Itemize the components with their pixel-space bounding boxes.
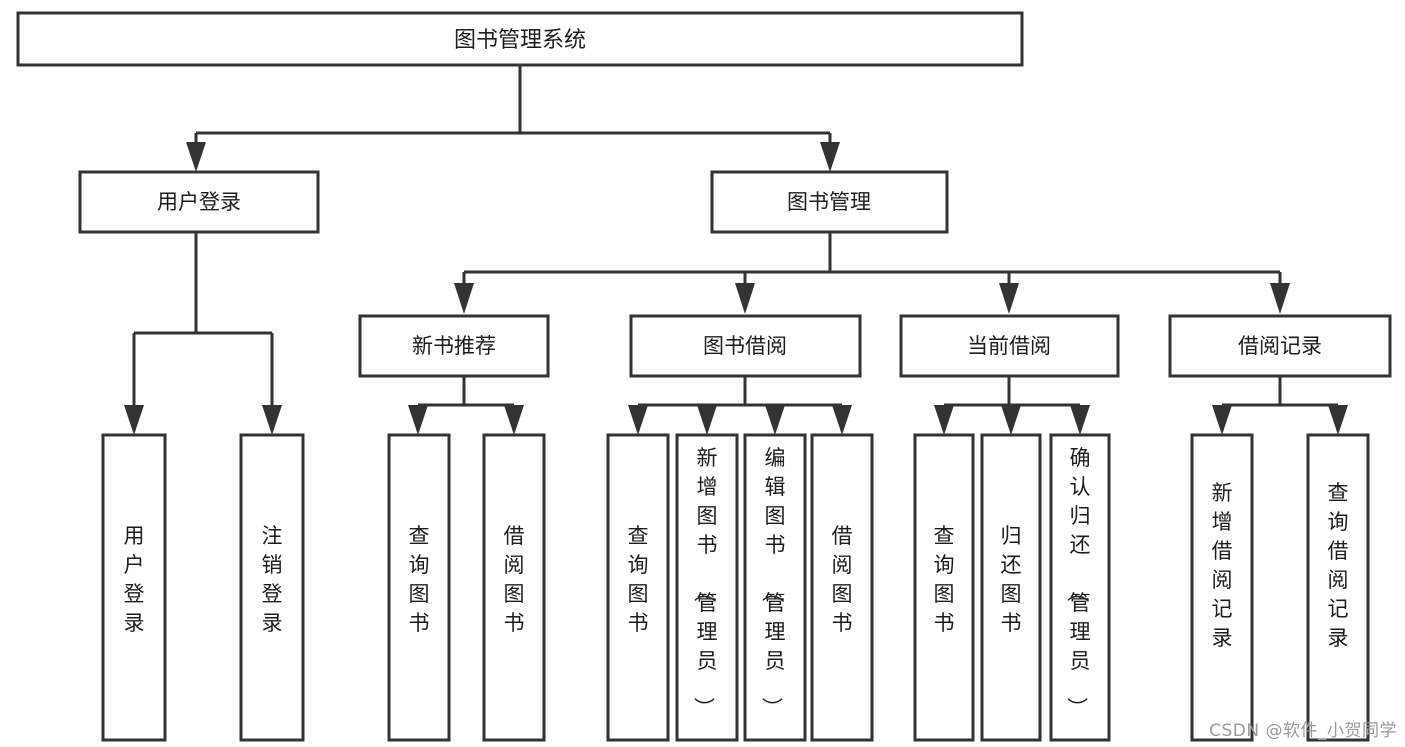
node-leaf-confirm-return[interactable]: 确认归还（管理员） (1049, 433, 1111, 742)
node-leaf-borrow-book-1-box[interactable] (482, 433, 546, 742)
node-leaf-query-book-3[interactable]: 查询图书 (913, 433, 975, 742)
node-leaf-query-book-1-box[interactable] (387, 433, 451, 742)
node-user-login-box[interactable] (78, 170, 320, 234)
node-leaf-add-book-box[interactable] (675, 433, 739, 742)
node-leaf-borrow-book-1[interactable]: 借阅图书 (482, 433, 546, 742)
node-book-borrow[interactable]: 图书借阅 (629, 314, 862, 378)
node-leaf-query-book-2-box[interactable] (606, 433, 670, 742)
node-leaf-borrow-book-1-label: 借阅图书 (504, 524, 525, 635)
node-leaf-query-book-2-label: 查询图书 (628, 524, 649, 635)
node-leaf-user-login[interactable]: 用户登录 (101, 433, 167, 742)
node-borrow-record[interactable]: 借阅记录 (1168, 314, 1392, 378)
connector-layer (124, 65, 1348, 435)
node-leaf-user-login-box[interactable] (101, 433, 167, 742)
node-book-borrow-box[interactable] (629, 314, 862, 378)
arrow-head-leaf-query-record (1328, 405, 1348, 435)
arrow-head-leaf-query-book-1 (408, 405, 428, 435)
node-borrow-record-box[interactable] (1168, 314, 1392, 378)
arrow-head-leaf-query-book-2 (628, 405, 648, 435)
arrow-head-current-borrow (999, 283, 1019, 314)
arrow-head-user-login (186, 142, 206, 172)
node-root-box[interactable] (16, 11, 1024, 67)
node-leaf-logout-login[interactable]: 注销登录 (239, 433, 305, 742)
node-leaf-edit-book[interactable]: 编辑图书（管理员） (743, 433, 807, 742)
arrow-head-new-book-recommend (454, 283, 474, 314)
node-leaf-confirm-return-box[interactable] (1049, 433, 1111, 742)
node-new-book-recommend-label: 新书推荐 (412, 334, 496, 358)
node-new-book-recommend-box[interactable] (358, 314, 550, 378)
node-leaf-add-record-label: 新增借阅记录 (1212, 481, 1233, 650)
node-leaf-query-book-1[interactable]: 查询图书 (387, 433, 451, 742)
arrow-head-leaf-edit-book (765, 405, 785, 435)
arrow-head-leaf-borrow-book-2 (832, 405, 852, 435)
arrow-head-leaf-logout-login (262, 405, 282, 435)
node-leaf-borrow-book-2-box[interactable] (810, 433, 874, 742)
node-borrow-record-label: 借阅记录 (1238, 334, 1322, 358)
node-leaf-confirm-return-label: 确认归还（管理员） (1065, 446, 1091, 718)
node-leaf-edit-book-label: 编辑图书（管理员） (760, 446, 786, 718)
node-book-manage-box[interactable] (710, 170, 949, 234)
node-book-borrow-label: 图书借阅 (703, 334, 787, 358)
node-leaf-return-book-label: 归还图书 (1001, 524, 1022, 635)
node-user-login[interactable]: 用户登录 (78, 170, 320, 234)
arrow-head-borrow-record (1270, 283, 1290, 314)
arrow-head-book-borrow (735, 283, 755, 314)
arrow-head-leaf-add-book (697, 405, 717, 435)
node-leaf-logout-login-label: 注销登录 (262, 524, 283, 635)
node-leaf-query-book-3-label: 查询图书 (934, 524, 955, 635)
node-leaf-add-record[interactable]: 新增借阅记录 (1190, 433, 1254, 742)
node-book-manage[interactable]: 图书管理 (710, 170, 949, 234)
arrow-head-leaf-user-login (124, 405, 144, 435)
arrow-head-leaf-confirm-return (1070, 405, 1090, 435)
node-leaf-query-book-2[interactable]: 查询图书 (606, 433, 670, 742)
node-user-login-label: 用户登录 (157, 190, 241, 214)
node-leaf-query-book-3-box[interactable] (913, 433, 975, 742)
node-leaf-add-record-box[interactable] (1190, 433, 1254, 742)
node-leaf-user-login-label: 用户登录 (124, 524, 145, 635)
arrow-head-book-manage (820, 142, 840, 172)
node-leaf-return-book[interactable]: 归还图书 (980, 433, 1042, 742)
arrow-head-leaf-return-book (1001, 405, 1021, 435)
node-current-borrow-label: 当前借阅 (967, 334, 1051, 358)
node-new-book-recommend[interactable]: 新书推荐 (358, 314, 550, 378)
arrow-head-leaf-add-record (1212, 405, 1232, 435)
arrow-head-leaf-query-book-3 (934, 405, 954, 435)
node-leaf-query-record[interactable]: 查询借阅记录 (1306, 433, 1370, 742)
node-root-label: 图书管理系统 (454, 28, 586, 53)
node-leaf-edit-book-box[interactable] (743, 433, 807, 742)
node-leaf-logout-login-box[interactable] (239, 433, 305, 742)
node-current-borrow-box[interactable] (899, 314, 1120, 378)
node-leaf-add-book[interactable]: 新增图书（管理员） (675, 433, 739, 742)
node-current-borrow[interactable]: 当前借阅 (899, 314, 1120, 378)
node-leaf-add-book-label: 新增图书（管理员） (692, 446, 718, 718)
node-leaf-borrow-book-2[interactable]: 借阅图书 (810, 433, 874, 742)
node-leaf-query-record-box[interactable] (1306, 433, 1370, 742)
node-leaf-borrow-book-2-label: 借阅图书 (832, 524, 853, 635)
node-book-manage-label: 图书管理 (787, 190, 871, 214)
watermark-text: CSDN @软件_小贺同学 (1209, 721, 1397, 741)
arrow-head-leaf-borrow-book-1 (504, 405, 524, 435)
node-leaf-return-book-box[interactable] (980, 433, 1042, 742)
node-root[interactable]: 图书管理系统 (16, 11, 1024, 67)
node-leaf-query-record-label: 查询借阅记录 (1328, 481, 1349, 650)
node-leaf-query-book-1-label: 查询图书 (409, 524, 430, 635)
